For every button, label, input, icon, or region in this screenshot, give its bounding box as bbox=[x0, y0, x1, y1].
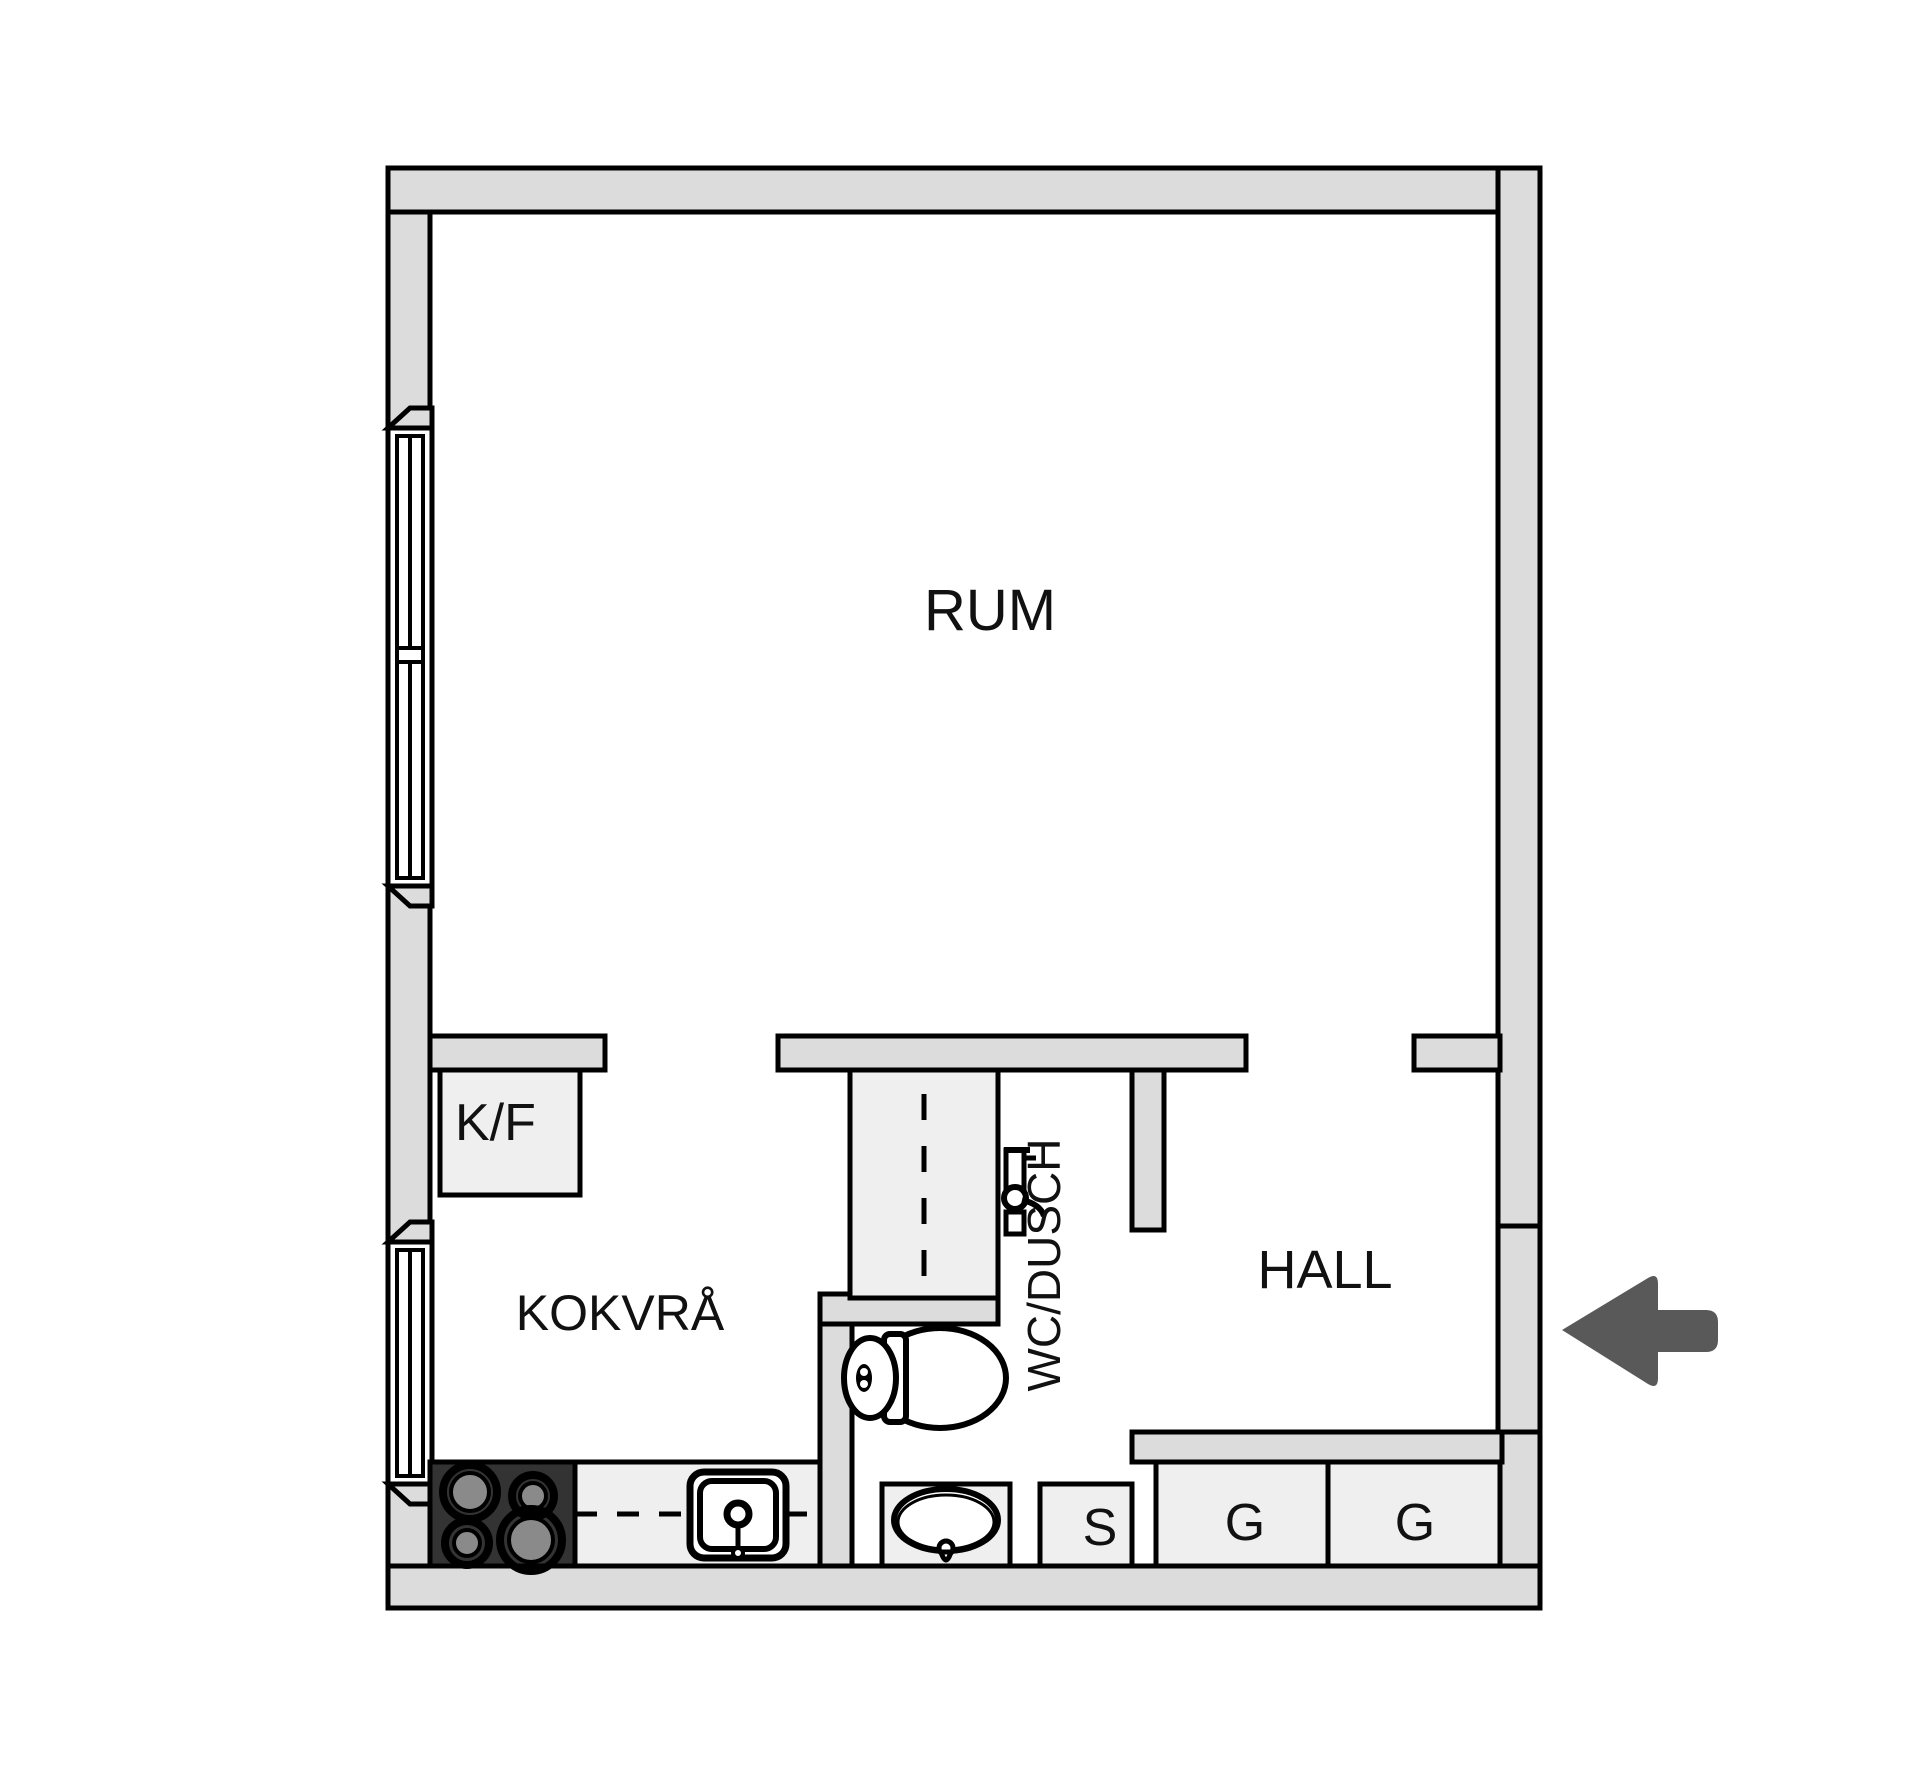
g1-label: G bbox=[1225, 1494, 1265, 1552]
wardrobe-1: G bbox=[1153, 1459, 1331, 1569]
bottom-wall bbox=[385, 1563, 1543, 1611]
room-label-kokvra: KOKVRÅ bbox=[516, 1285, 725, 1341]
room-label-hall: HALL bbox=[1257, 1240, 1392, 1300]
wall-bath-hall bbox=[1129, 1067, 1167, 1233]
wardrobe-2: G bbox=[1325, 1459, 1503, 1569]
g2-label: G bbox=[1395, 1494, 1435, 1552]
window-kitchen bbox=[381, 1219, 435, 1507]
wall-rum-hall-stub bbox=[1411, 1033, 1503, 1073]
kf-label: K/F bbox=[455, 1094, 536, 1152]
room-label-wcdusch: WC/DUSCH bbox=[1018, 1139, 1070, 1392]
entrance-arrow bbox=[1562, 1276, 1718, 1386]
room-label-rum: RUM bbox=[924, 578, 1056, 643]
right-wall-upper bbox=[1495, 165, 1543, 1229]
burner-back-left bbox=[439, 1461, 501, 1523]
shower-enclosure bbox=[847, 1067, 1001, 1301]
stove-hob bbox=[427, 1459, 578, 1575]
s-label: S bbox=[1083, 1499, 1118, 1557]
wall-rum-bath bbox=[775, 1033, 1249, 1073]
window-living-room bbox=[381, 405, 435, 909]
kyl-frys-cabinet: K/F bbox=[437, 1067, 583, 1198]
kitchen-sink bbox=[686, 1468, 790, 1562]
burner-front-right bbox=[496, 1505, 566, 1575]
storage-cabinet: S bbox=[1037, 1481, 1135, 1569]
toilet bbox=[841, 1325, 1009, 1431]
wall-rum-kitchen-left bbox=[427, 1033, 608, 1073]
wall-hall-closet-top bbox=[1129, 1429, 1505, 1465]
washbasin bbox=[879, 1481, 1013, 1569]
burner-front-left bbox=[441, 1517, 493, 1569]
wall-kitchen-bath bbox=[817, 1291, 855, 1569]
shower-mixer bbox=[1001, 1147, 1047, 1237]
top-wall bbox=[385, 165, 1543, 215]
